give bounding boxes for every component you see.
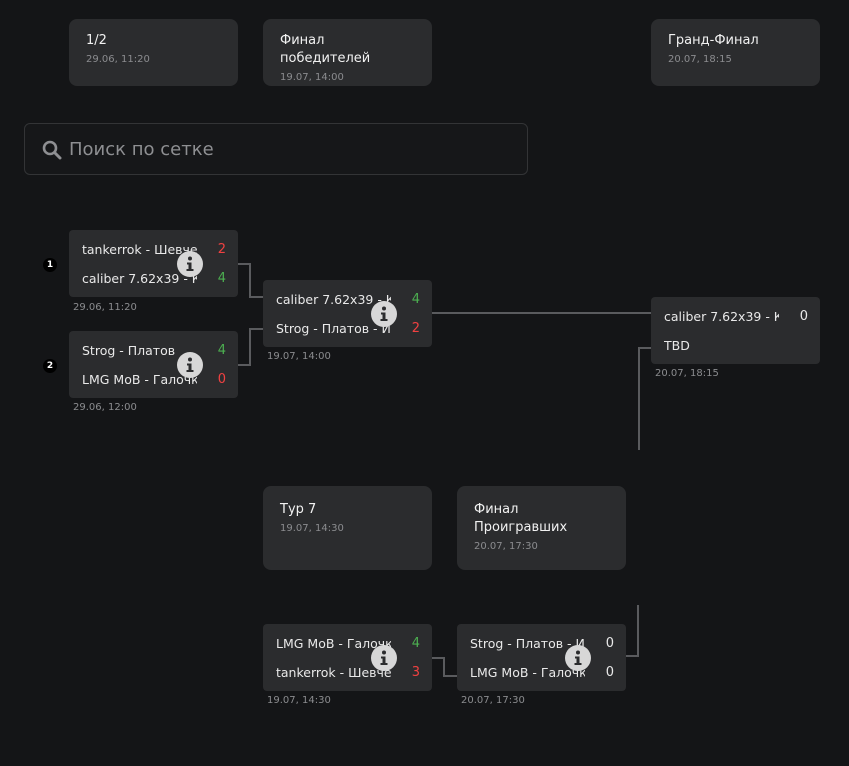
match-card[interactable]: tankerrok - Шевченко 2 caliber 7.62x39 -… bbox=[69, 230, 238, 297]
round-date: 29.06, 11:20 bbox=[86, 54, 150, 65]
team-row: Strog - Платов 4 bbox=[82, 342, 226, 360]
seed-badge: 1 bbox=[43, 258, 57, 272]
round-title: Финал Проигравших bbox=[474, 502, 568, 535]
team-row: tankerrok - Шевченко 2 bbox=[82, 241, 226, 259]
match-date: 19.07, 14:00 bbox=[267, 351, 331, 362]
info-icon bbox=[574, 650, 582, 665]
round-header-semifinal: 1/2 29.06, 11:20 bbox=[69, 19, 238, 86]
info-icon bbox=[380, 306, 388, 321]
info-button[interactable] bbox=[177, 352, 203, 378]
team-name: LMG MoB - Галочкин bbox=[82, 372, 197, 387]
team-row: LMG MoB - Галочкин 0 bbox=[82, 371, 226, 389]
match-date: 19.07, 14:30 bbox=[267, 695, 331, 706]
round-header-winners-final: Финал победителей 19.07, 14:00 bbox=[263, 19, 432, 86]
match-card[interactable]: Strog - Платов 4 LMG MoB - Галочкин 0 bbox=[69, 331, 238, 398]
info-icon bbox=[186, 256, 194, 271]
round-date: 19.07, 14:00 bbox=[280, 72, 344, 83]
team-name: caliber 7.62x39 - Кузнецов bbox=[664, 309, 779, 324]
team-row: LMG MoB - Галочкин 0 bbox=[470, 664, 614, 682]
info-button[interactable] bbox=[371, 301, 397, 327]
round-title: 1/2 bbox=[86, 33, 107, 48]
info-button[interactable] bbox=[371, 645, 397, 671]
team-name: Strog - Платов bbox=[82, 343, 176, 358]
team-name: tankerrok - Шевченко bbox=[82, 242, 197, 257]
team-score: 0 bbox=[605, 636, 614, 651]
team-row: caliber 7.62x39 - Кузнецов 4 bbox=[276, 291, 420, 309]
team-row: tankerrok - Шевченко 3 bbox=[276, 664, 420, 682]
match-date: 29.06, 11:20 bbox=[73, 302, 137, 313]
match-card[interactable]: caliber 7.62x39 - Кузнецов 0 TBD bbox=[651, 297, 820, 364]
team-name: tankerrok - Шевченко bbox=[276, 665, 391, 680]
team-row: caliber 7.62x39 - Кузнецов 4 bbox=[82, 270, 226, 288]
match-card[interactable]: caliber 7.62x39 - Кузнецов 4 Strog - Пла… bbox=[263, 280, 432, 347]
team-name: caliber 7.62x39 - Кузнецов bbox=[276, 292, 391, 307]
team-score: 0 bbox=[799, 309, 808, 324]
round-title: Финал победителей bbox=[280, 33, 371, 66]
team-name: TBD bbox=[664, 338, 690, 353]
team-score: 4 bbox=[217, 271, 226, 286]
team-row: Strog - Платов - Иванов 0 bbox=[470, 635, 614, 653]
team-score: 2 bbox=[411, 321, 420, 336]
team-score: 4 bbox=[411, 292, 420, 307]
team-score: 4 bbox=[411, 636, 420, 651]
team-row: Strog - Платов - Иванов 2 bbox=[276, 320, 420, 338]
round-date: 20.07, 18:15 bbox=[668, 54, 732, 65]
round-title: Тур 7 bbox=[280, 502, 317, 517]
match-card[interactable]: Strog - Платов - Иванов 0 LMG MoB - Гало… bbox=[457, 624, 626, 691]
team-name: LMG MoB - Галочкин bbox=[276, 636, 391, 651]
team-score: 4 bbox=[217, 343, 226, 358]
seed-badge: 2 bbox=[43, 359, 57, 373]
round-header-tour-7: Тур 7 19.07, 14:30 bbox=[263, 486, 432, 570]
team-score: 0 bbox=[605, 665, 614, 680]
match-date: 29.06, 12:00 bbox=[73, 402, 137, 413]
team-row: TBD bbox=[664, 337, 808, 355]
search-box[interactable]: Поиск по сетке bbox=[24, 123, 528, 175]
info-icon bbox=[380, 650, 388, 665]
info-icon bbox=[186, 357, 194, 372]
team-name: LMG MoB - Галочкин bbox=[470, 665, 585, 680]
team-row: LMG MoB - Галочкин 4 bbox=[276, 635, 420, 653]
team-name: Strog - Платов - Иванов bbox=[470, 636, 585, 651]
info-button[interactable] bbox=[177, 251, 203, 277]
info-button[interactable] bbox=[565, 645, 591, 671]
match-date: 20.07, 17:30 bbox=[461, 695, 525, 706]
search-icon bbox=[42, 140, 62, 160]
round-date: 20.07, 17:30 bbox=[474, 541, 538, 552]
round-header-losers-final: Финал Проигравших 20.07, 17:30 bbox=[457, 486, 626, 570]
team-row: caliber 7.62x39 - Кузнецов 0 bbox=[664, 308, 808, 326]
team-score: 3 bbox=[411, 665, 420, 680]
match-card[interactable]: LMG MoB - Галочкин 4 tankerrok - Шевченк… bbox=[263, 624, 432, 691]
team-score: 0 bbox=[217, 372, 226, 387]
match-date: 20.07, 18:15 bbox=[655, 368, 719, 379]
round-title: Гранд-Финал bbox=[668, 33, 759, 48]
team-name: caliber 7.62x39 - Кузнецов bbox=[82, 271, 197, 286]
team-name: Strog - Платов - Иванов bbox=[276, 321, 391, 336]
round-date: 19.07, 14:30 bbox=[280, 523, 344, 534]
team-score: 2 bbox=[217, 242, 226, 257]
search-placeholder[interactable]: Поиск по сетке bbox=[69, 139, 214, 160]
round-header-grand-final: Гранд-Финал 20.07, 18:15 bbox=[651, 19, 820, 86]
